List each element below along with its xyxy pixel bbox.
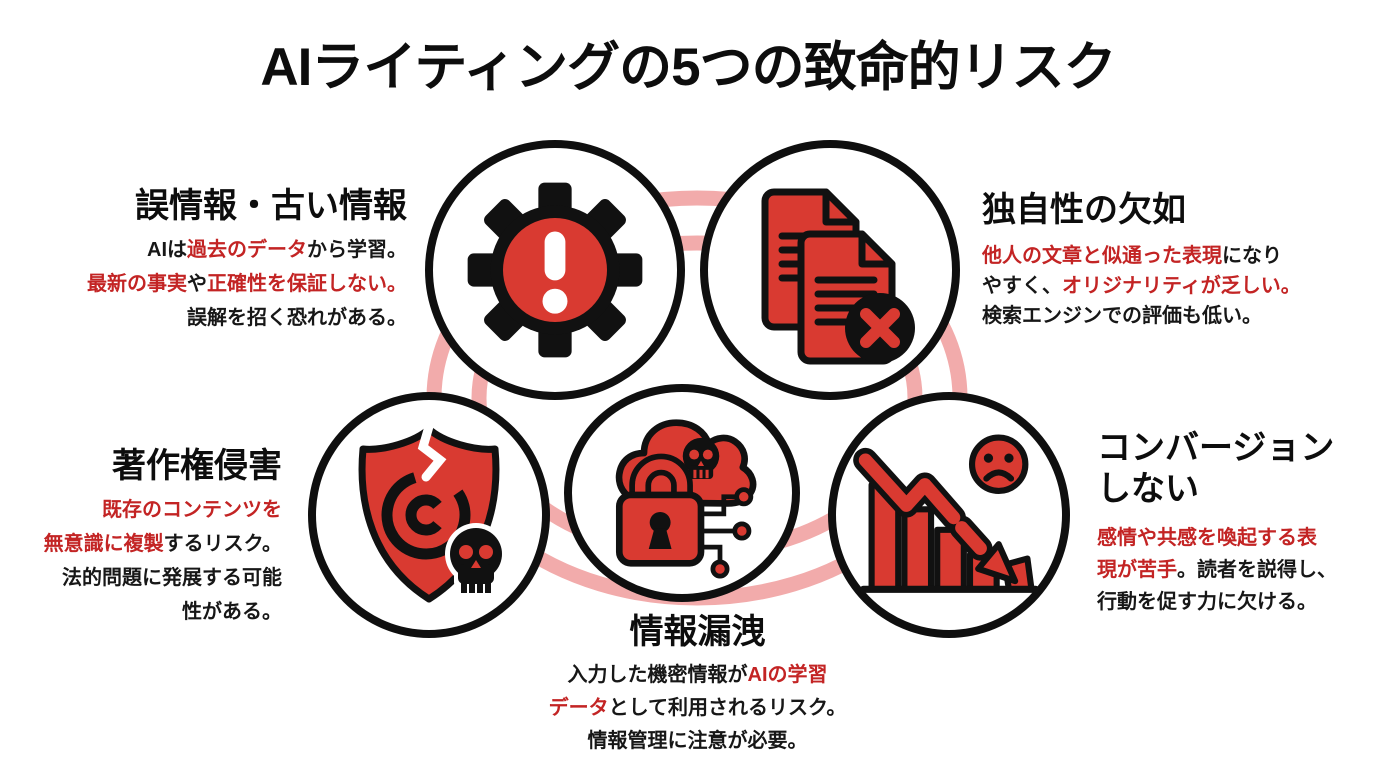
risk-body-line: 既存のコンテンツを bbox=[102, 498, 282, 521]
risk-body-line: AIは過去のデータから学習。 bbox=[147, 238, 407, 261]
data-leak-icon bbox=[615, 419, 757, 579]
risk-block-copyright: 著作権侵害 既存のコンテンツを 無意識に複製するリスク。 法的問題に発展する可能… bbox=[18, 446, 282, 629]
risk-circle-misinformation bbox=[425, 140, 685, 400]
risk-circle-uniqueness bbox=[700, 140, 960, 400]
risk-body-line: 入力した機密情報がAIの学習 bbox=[567, 663, 828, 686]
risk-body-line: データとして利用されるリスク。 bbox=[548, 696, 847, 719]
risk-block-conversion: コンバージョン しない 感情や共感を喚起する表 現が苦手。読者を説得し、 行動を… bbox=[1097, 428, 1376, 618]
risk-body-line: 無意識に複製するリスク。 bbox=[43, 532, 282, 555]
risk-heading-conversion: コンバージョン しない bbox=[1097, 429, 1335, 508]
declining-chart-icon bbox=[852, 434, 1039, 593]
risk-circle-conversion bbox=[828, 392, 1070, 638]
risk-body-line: 情報管理に注意が必要。 bbox=[587, 729, 808, 752]
risk-heading-copyright: 著作権侵害 bbox=[112, 447, 282, 485]
gear-alert-icon bbox=[467, 182, 643, 358]
risk-body-line: 検索エンジンでの評価も低い。 bbox=[982, 304, 1262, 327]
risk-body-line: やすく、オリジナリティが乏しい。 bbox=[982, 274, 1301, 297]
duplicate-documents-icon bbox=[761, 188, 915, 365]
risk-body-line: 現が苦手。読者を説得し、 bbox=[1097, 558, 1337, 581]
risk-block-misinformation: 誤情報・古い情報 AIは過去のデータから学習。 最新の事実や正確性を保証しない。… bbox=[85, 186, 407, 335]
risk-body-line: 行動を促す力に欠ける。 bbox=[1097, 590, 1317, 613]
risk-heading-uniqueness: 独自性の欠如 bbox=[982, 191, 1186, 229]
risk-circle-data-leak bbox=[564, 384, 800, 602]
risk-body-line: 感情や共感を喚起する表 bbox=[1097, 526, 1317, 549]
page-title: AIライティングの5つの致命的リスク bbox=[260, 38, 1116, 97]
risk-body-line: 誤解を招く恐れがある。 bbox=[187, 306, 407, 329]
risk-body-line: 最新の事実や正確性を保証しない。 bbox=[87, 272, 407, 295]
risk-heading-misinformation: 誤情報・古い情報 bbox=[135, 187, 407, 225]
risk-block-data-leak: 情報漏洩 入力した機密情報がAIの学習 データとして利用されるリスク。 情報管理… bbox=[500, 612, 895, 758]
risk-block-uniqueness: 独自性の欠如 他人の文章と似通った表現になり やすく、オリジナリティが乏しい。 … bbox=[982, 190, 1322, 331]
risk-body-line: 他人の文章と似通った表現になり bbox=[982, 244, 1282, 267]
risk-circle-copyright bbox=[308, 392, 550, 638]
risk-body-line: 性がある。 bbox=[182, 600, 282, 623]
risk-heading-data-leak: 情報漏洩 bbox=[629, 613, 766, 651]
copyright-shield-icon bbox=[358, 418, 507, 603]
risk-body-line: 法的問題に発展する可能 bbox=[62, 566, 282, 589]
